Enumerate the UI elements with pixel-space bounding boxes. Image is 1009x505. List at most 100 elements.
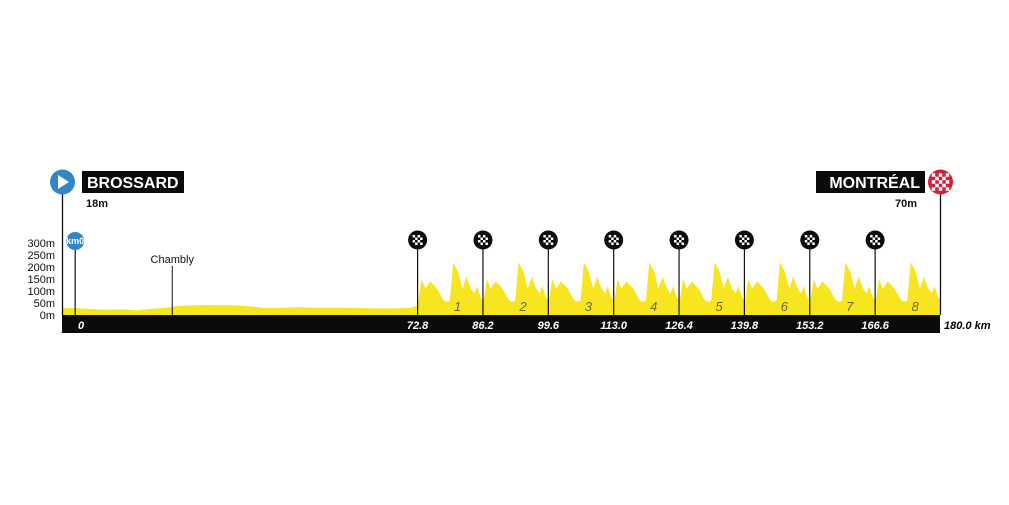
x-tick-label: 86.2	[472, 320, 493, 332]
x-axis-end-label: 180.0 km	[944, 320, 991, 332]
checker-cell	[548, 240, 551, 243]
checker-cell	[674, 235, 677, 238]
play-arrow-glyph	[58, 175, 69, 189]
checker-cell	[611, 242, 614, 245]
finish-elevation: 70m	[895, 198, 917, 210]
y-tick-label: 150m	[27, 274, 55, 286]
y-tick-label: 250m	[27, 250, 55, 262]
checker-cell	[543, 235, 546, 238]
checker-cell	[674, 240, 677, 243]
checker-cell	[804, 240, 808, 243]
lap-number: 1	[454, 299, 461, 314]
checker-cell	[681, 242, 685, 245]
y-tick-label: 50m	[34, 298, 55, 310]
checker-cell	[415, 237, 418, 240]
sprint-markers	[408, 230, 885, 315]
x-tick-label: 166.6	[861, 320, 889, 332]
finish-name-box	[816, 171, 925, 193]
place-labels: Chambly	[151, 254, 194, 315]
checker-cell	[945, 173, 950, 177]
checker-cell	[935, 183, 939, 188]
checker-cell	[807, 242, 810, 245]
checker-cell	[550, 237, 554, 240]
x-tick-label: 153.2	[796, 320, 824, 332]
checker-cell	[931, 187, 936, 191]
checker-cell	[545, 237, 549, 240]
checker-cell	[485, 242, 488, 245]
checker-cell	[550, 242, 554, 245]
checker-cell	[679, 240, 682, 243]
checker-cell	[482, 240, 486, 243]
checker-cell	[477, 240, 481, 243]
checker-cell	[480, 242, 483, 245]
checker-cell	[739, 240, 742, 243]
checker-cell	[870, 240, 873, 243]
distance-axis-bar	[62, 315, 940, 333]
lap-number: 3	[585, 299, 593, 314]
checker-cell	[877, 237, 881, 240]
checker-cell	[809, 235, 813, 238]
checker-cell	[608, 235, 612, 238]
start-name-box	[82, 171, 184, 193]
checker-cell	[877, 242, 881, 245]
checker-cell	[804, 235, 808, 238]
checker-cell	[938, 180, 943, 184]
sprint-marker	[669, 230, 689, 315]
sprint-marker	[473, 230, 493, 315]
sprint-marker	[604, 230, 624, 315]
checker-cell	[812, 242, 815, 245]
checker-cell	[938, 187, 943, 191]
checker-cell	[616, 237, 619, 240]
checker-cell	[872, 242, 876, 245]
sprint-marker	[538, 230, 558, 315]
lap-number: 4	[650, 299, 657, 314]
checker-cell	[613, 235, 617, 238]
checker-cell	[875, 240, 878, 243]
y-tick-label: 200m	[27, 262, 55, 274]
checker-cell	[744, 240, 747, 243]
y-tick-label: 0m	[40, 310, 55, 322]
checker-cell	[807, 237, 810, 240]
checker-cell	[746, 237, 750, 240]
km0-badge: km0	[66, 232, 84, 315]
lap-number: 7	[846, 299, 854, 314]
checker-cell	[741, 242, 745, 245]
checker-cell	[746, 242, 750, 245]
checker-cell	[935, 176, 939, 181]
finish-name: MONTRÉAL	[829, 173, 920, 192]
checker-cell	[739, 235, 742, 238]
checker-cell	[741, 237, 745, 240]
checker-cell	[611, 237, 614, 240]
lap-number: 2	[518, 299, 527, 314]
checker-cell	[608, 240, 612, 243]
y-tick-label: 100m	[27, 286, 55, 298]
lap-number: 6	[781, 299, 789, 314]
y-tick-label: 300m	[27, 238, 55, 250]
checker-cell	[681, 237, 685, 240]
km0-badge-label: km0	[66, 236, 84, 246]
checker-cell	[417, 235, 421, 238]
checker-cell	[420, 242, 423, 245]
checker-cell	[809, 240, 813, 243]
lap-number: 5	[715, 299, 723, 314]
checker-cell	[548, 235, 551, 238]
x-tick-label: 113.0	[600, 320, 628, 332]
checker-cell	[485, 237, 488, 240]
checker-cell	[945, 187, 950, 191]
checker-cell	[676, 237, 680, 240]
finish-location: MONTRÉAL 70m	[816, 169, 953, 315]
sprint-marker	[408, 230, 428, 315]
checker-cell	[875, 235, 878, 238]
checker-cell	[870, 235, 873, 238]
checker-cell	[676, 242, 680, 245]
checker-cell	[480, 237, 483, 240]
x-tick-label: 99.6	[538, 320, 560, 332]
checker-cell	[412, 240, 416, 243]
checker-cell	[872, 237, 876, 240]
checker-cell	[942, 183, 946, 188]
checker-cell	[417, 240, 421, 243]
sprint-marker	[800, 230, 820, 315]
checker-cell	[420, 237, 423, 240]
